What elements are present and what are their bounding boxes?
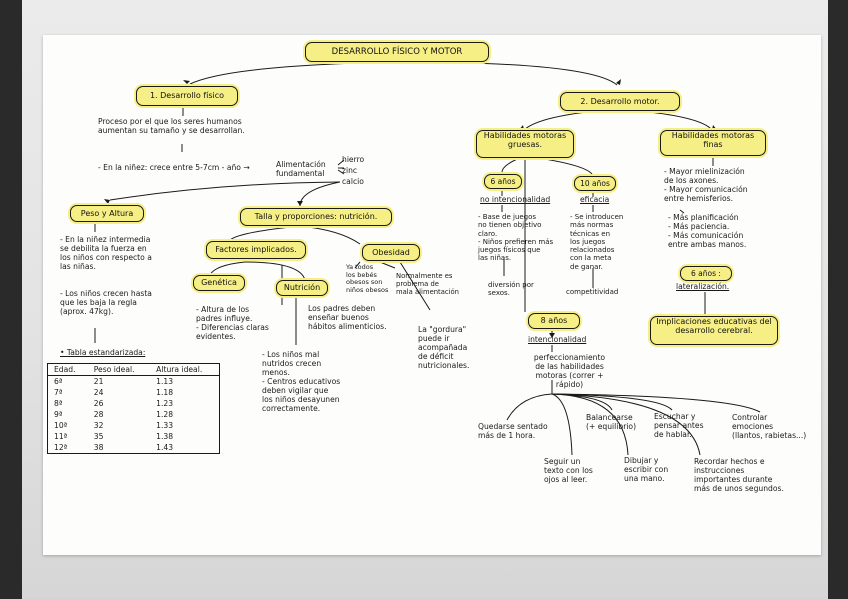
node-obesidad: Obesidad	[362, 244, 420, 261]
table-cell: 1.43	[156, 443, 174, 452]
node-genetica: Genética	[193, 275, 245, 291]
table-cell: 1.23	[156, 399, 174, 408]
node-talla-proporciones: Talla y proporciones: nutrición.	[240, 208, 392, 226]
age6-end: diversión por sexos.	[488, 281, 534, 298]
node-factores-implicados: Factores implicados.	[206, 241, 306, 259]
table-cell: 8ª	[54, 399, 63, 408]
node-desarrollo-motor: 2. Desarrollo motor.	[560, 92, 680, 111]
table-cell: 26	[93, 399, 104, 408]
table-cell: 38	[93, 443, 104, 452]
connector-motor-gruesas	[523, 108, 618, 131]
table-cell: 6ª	[54, 377, 63, 386]
bottom-item: Seguir un texto con los ojos al leer.	[544, 457, 593, 484]
age10-text: - Se introducen más normas técnicas en l…	[570, 213, 624, 271]
table-cell: 35	[93, 432, 104, 441]
table-row: 12ª 38 1.43	[48, 442, 220, 454]
bottom-item: Balancearse (+ equilibrio)	[586, 413, 637, 431]
connector-title-left	[189, 61, 401, 85]
table-row: 6ª 21 1.13	[48, 376, 220, 388]
node-desarrollo-fisico: 1. Desarrollo físico	[136, 86, 238, 106]
definition-text: Proceso por el que los seres humanos aum…	[98, 117, 245, 135]
concept-map-sheet	[43, 35, 821, 555]
mineral-item: hierro	[342, 155, 365, 164]
node-10-anos: 10 años	[574, 176, 616, 191]
table-cell: 10ª	[54, 421, 68, 430]
node-peso-altura: Peso y Altura	[70, 205, 144, 222]
node-6-anos-finas: 6 años :	[680, 266, 732, 281]
table-cell: 21	[93, 377, 104, 386]
table-cell: 32	[93, 421, 104, 430]
node-motoras-finas: Habilidades motoras finas	[660, 130, 766, 156]
growth-text: - En la niñez: crece entre 5-7cm - año →	[98, 163, 250, 172]
age6-text: - Base de juegos no tienen objetivo clar…	[478, 213, 554, 263]
table-cell: 28	[93, 410, 104, 419]
age8-text: perfeccionamiento de las habilidades mot…	[533, 353, 606, 389]
connector-title-right	[399, 61, 618, 86]
table-cell: 12ª	[54, 443, 68, 452]
table-header: Altura ideal.	[150, 363, 220, 376]
table-cell: 1.18	[156, 388, 174, 397]
nutricion-text: - Los niños mal nutridos crecen menos. -…	[262, 350, 341, 413]
connector-motor-finas	[616, 108, 713, 131]
finas-text: - Mayor mielinización de los axones. - M…	[664, 167, 748, 203]
standard-table: Edad. Peso ideal. Altura ideal. 6ª 21 1.13…	[47, 363, 220, 454]
node-nutricion: Nutrición	[276, 280, 328, 296]
table-row: 10ª 32 1.33	[48, 420, 220, 431]
bottom-item: Quedarse sentado más de 1 hora.	[478, 422, 548, 440]
bottom-item: Controlar emociones (llantos, rabietas..…	[732, 413, 807, 440]
node-8-anos: 8 años	[528, 313, 580, 329]
age10-title: eficacia	[580, 195, 610, 204]
table-row: 8ª 26 1.23	[48, 398, 220, 409]
age6-title: no intencionalidad	[480, 195, 551, 204]
obesidad-text-a: Ya todos los bebés obesos son niños obes…	[346, 263, 389, 294]
obesidad-text-c: La "gordura" puede ir acompañada de défi…	[418, 325, 470, 370]
diagram-title: DESARROLLO FÍSICO Y MOTOR	[305, 42, 489, 62]
table-header: Edad.	[47, 363, 88, 376]
obesidad-text-b: Normalmente es problema de mala alimenta…	[396, 272, 459, 297]
table-cell: 1.38	[156, 432, 174, 441]
genetica-text: - Altura de los padres influye. - Difere…	[196, 305, 269, 341]
bottom-item: Escuchar y pensar antes de hablar.	[654, 412, 704, 439]
padres-text: Los padres deben enseñar buenos hábitos …	[308, 304, 387, 331]
growth-factor-text: Alimentación fundamental	[276, 160, 326, 178]
table-row: 9ª 28 1.28	[48, 409, 220, 420]
table-cell: 9ª	[54, 410, 63, 419]
mineral-item: calcio	[342, 177, 364, 186]
node-6-anos: 6 años	[484, 174, 522, 189]
node-implicaciones: Implicaciones educativas del desarrollo …	[650, 316, 778, 345]
connector-growth-peso	[109, 181, 341, 201]
peso-text-1: - En la niñez intermedia se debilita la …	[60, 235, 152, 271]
node-motoras-gruesas: Habilidades motoras gruesas.	[476, 130, 574, 158]
table-cell: 1.28	[156, 410, 174, 419]
table-cell: 1.33	[156, 421, 174, 430]
mineral-item: zinc	[342, 166, 358, 175]
bottom-item: Dibujar y escribir con una mano.	[624, 456, 669, 483]
table-row: 11ª 35 1.38	[48, 431, 220, 442]
lateralizacion-text: lateralización.	[676, 282, 730, 291]
table-cell: 11ª	[54, 432, 68, 441]
table-cell: 24	[93, 388, 104, 397]
table-header: Peso ideal.	[87, 363, 151, 376]
table-header-row: Edad. Peso ideal. Altura ideal.	[47, 363, 220, 376]
finas-items: - Más planificación - Más paciencia. - M…	[668, 213, 747, 249]
table-row: 7ª 24 1.18	[48, 387, 220, 398]
table-title: • Tabla estandarizada:	[60, 348, 146, 357]
connector-growth-talla	[299, 181, 341, 207]
peso-text-2: - Los niños crecen hasta que les baja la…	[60, 289, 152, 316]
table-cell: 1.13	[156, 377, 174, 386]
age10-end: competitividad	[566, 288, 619, 296]
age8-title: intencionalidad	[528, 335, 587, 344]
bottom-item: Recordar hechos e instrucciones importan…	[694, 457, 784, 493]
table-cell: 7ª	[54, 388, 63, 397]
